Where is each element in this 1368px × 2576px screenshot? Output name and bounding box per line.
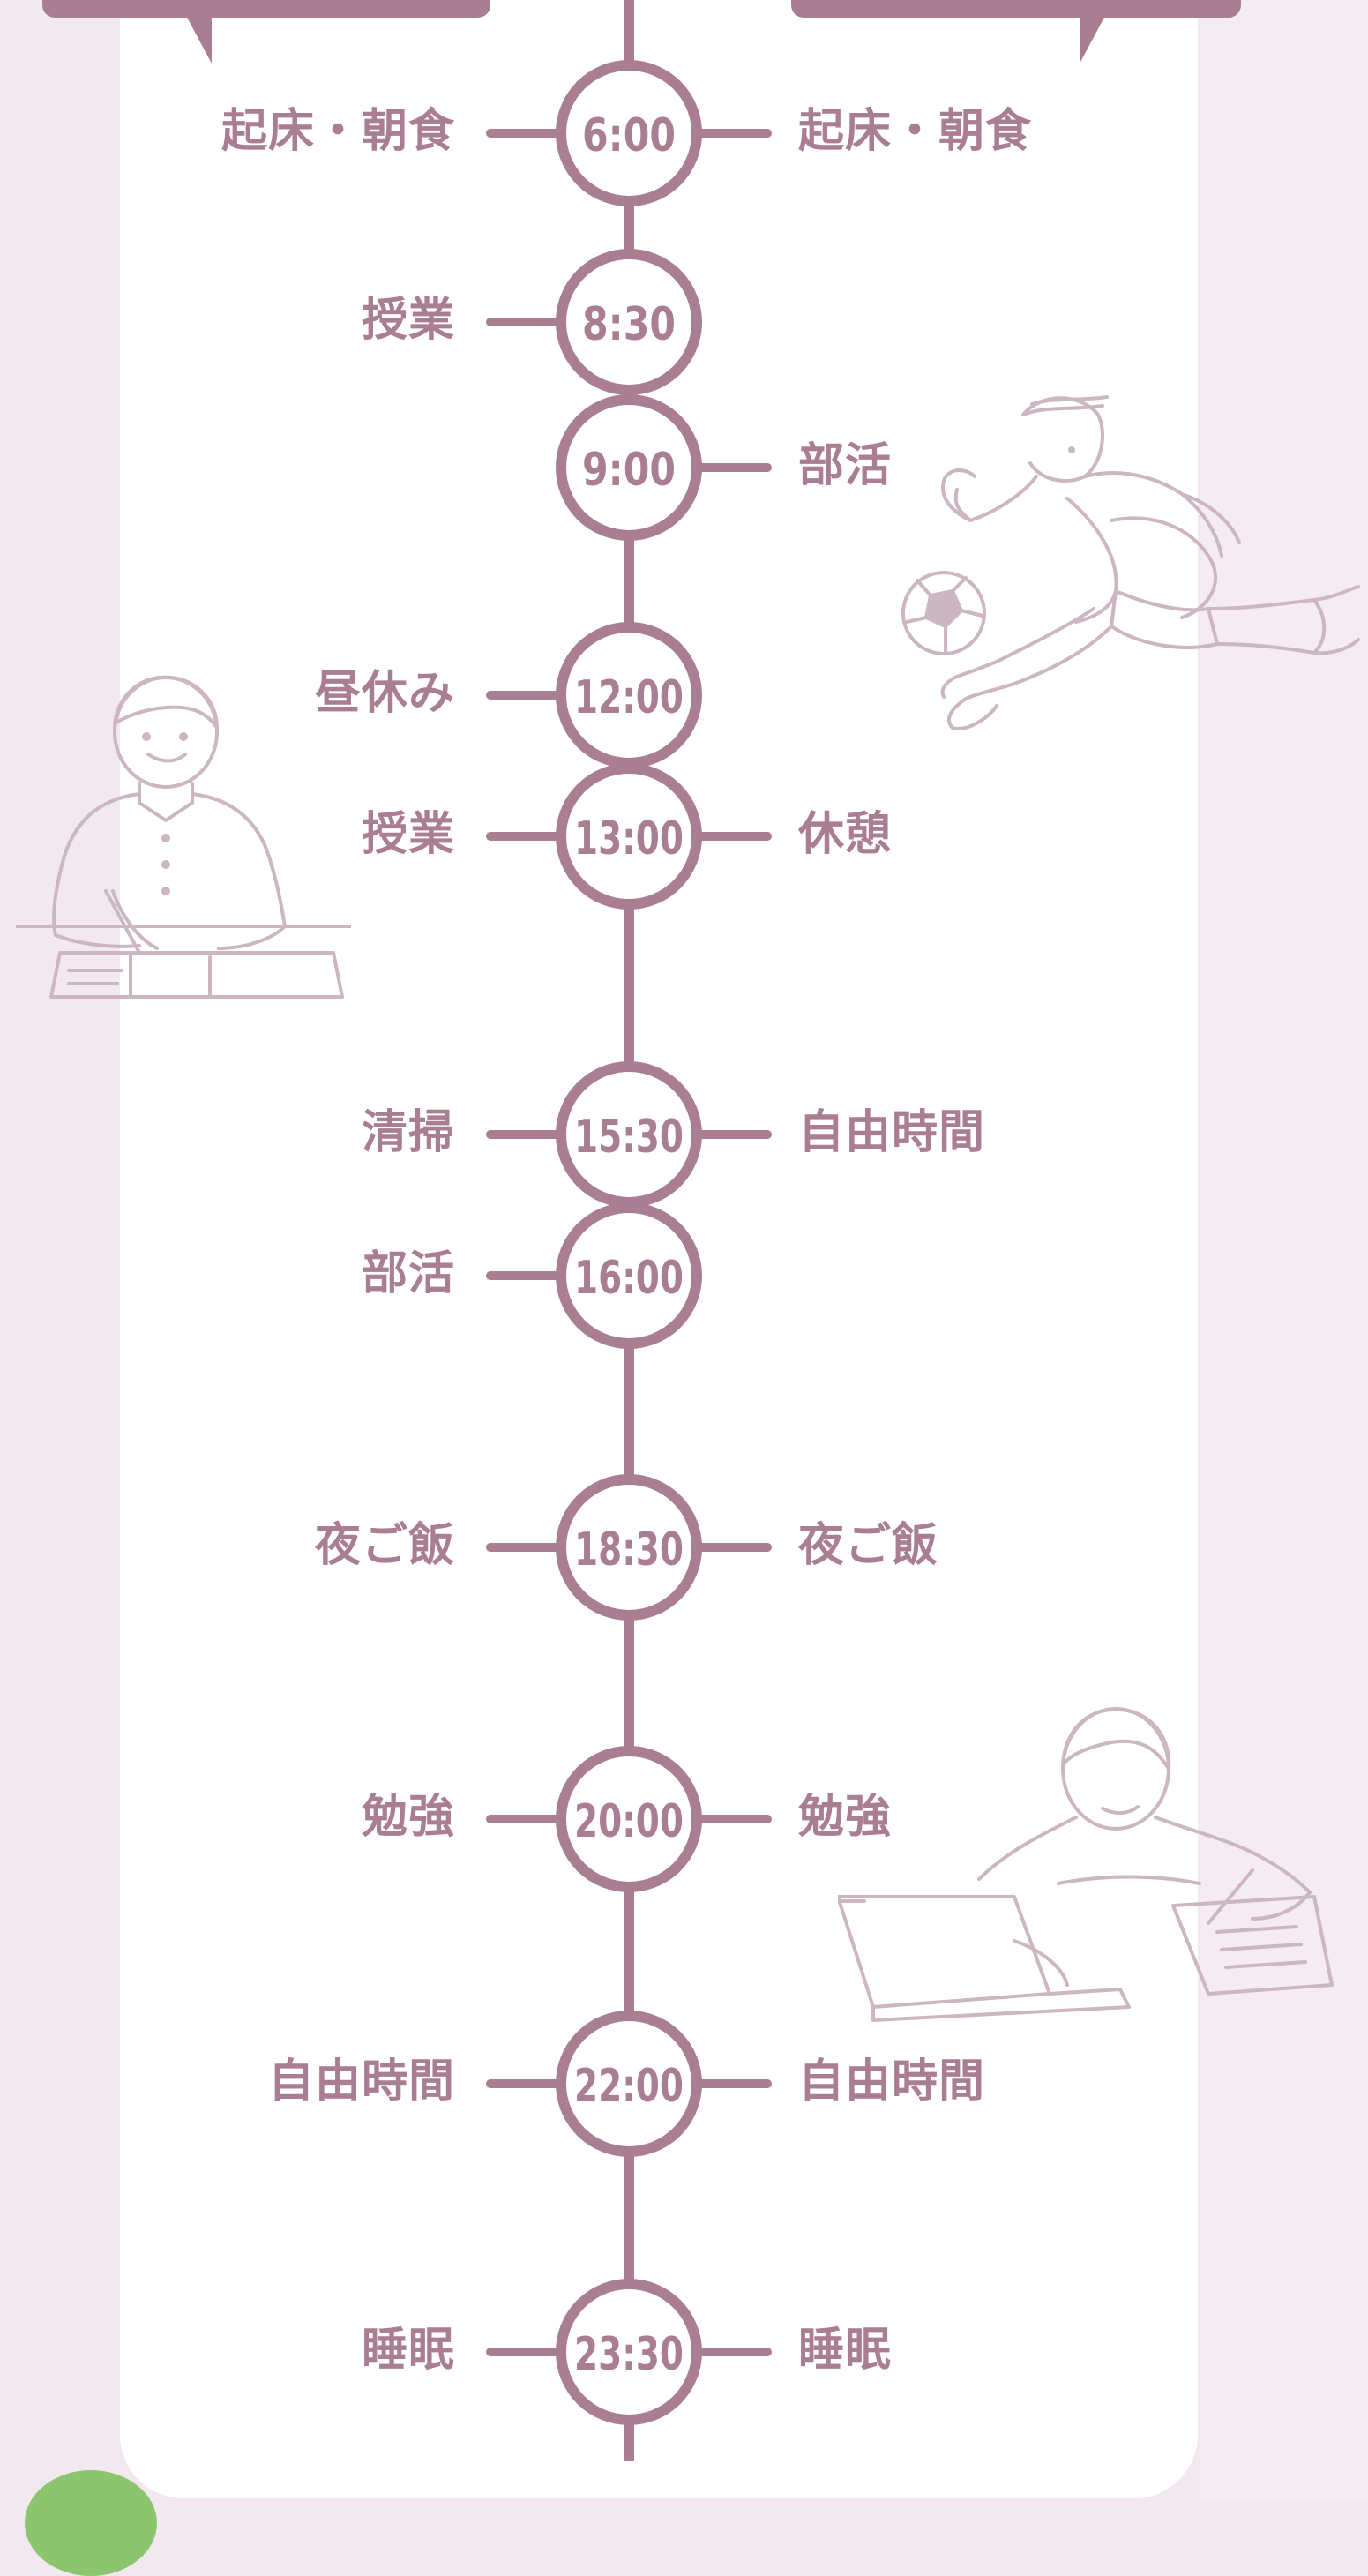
- time-label: 22:00: [574, 2060, 684, 2113]
- activity-right-label: 自由時間: [798, 2056, 986, 2108]
- time-label: 15:30: [574, 1111, 684, 1164]
- time-node: [556, 1746, 702, 1892]
- time-label: 23:30: [574, 2328, 684, 2381]
- header-tab-right: [791, 0, 1241, 18]
- activity-right-label: 起床・朝食: [798, 105, 1033, 158]
- activity-right-label: 夜ご飯: [798, 1519, 939, 1572]
- activity-left-label: 起床・朝食: [221, 105, 455, 158]
- time-label: 9:00: [582, 444, 676, 497]
- activity-left-label: 自由時間: [267, 2056, 455, 2108]
- header-tab-left: [42, 0, 490, 18]
- activity-left-label: 勉強: [361, 1791, 455, 1844]
- header-tab-right-tail: [1080, 14, 1106, 64]
- time-node: [556, 394, 702, 541]
- time-label: 18:30: [574, 1524, 684, 1576]
- activity-left-label: 授業: [361, 294, 455, 347]
- activity-right-label: 休憩: [798, 808, 893, 861]
- activity-right-label: 睡眠: [798, 2324, 893, 2377]
- activity-left-label: 清掃: [361, 1106, 455, 1159]
- time-node: [556, 2279, 702, 2425]
- activity-left-label: 夜ご飯: [314, 1519, 455, 1572]
- background-panel-right: [1200, 0, 1368, 2502]
- time-label: 8:30: [582, 298, 676, 351]
- time-node: [556, 1474, 702, 1621]
- activity-right-label: 部活: [798, 439, 893, 492]
- header-tab-left-tail: [185, 14, 212, 64]
- time-node: [556, 2011, 702, 2157]
- activity-left-label: 授業: [361, 808, 455, 861]
- activity-left-label: 睡眠: [361, 2324, 455, 2377]
- time-label: 13:00: [574, 812, 684, 865]
- time-node: [556, 249, 702, 395]
- time-label: 12:00: [574, 671, 684, 724]
- time-label: 20:00: [574, 1795, 684, 1848]
- time-node: [556, 1202, 702, 1349]
- time-node: [556, 763, 702, 910]
- activity-left-label: 昼休み: [314, 667, 455, 720]
- activity-right-label: 自由時間: [798, 1106, 986, 1159]
- time-label: 16:00: [574, 1252, 684, 1305]
- student-writing-icon: [16, 675, 351, 999]
- time-label: 6:00: [582, 109, 676, 162]
- student-laptop-icon: [838, 1707, 1334, 2022]
- activity-left-label: 部活: [361, 1247, 455, 1300]
- time-node: [556, 60, 702, 206]
- timeline: 6:00 8:30 9:00 12:00 13:00 15:30 16:00 18:30 20:…: [486, 0, 772, 2461]
- activity-right-label: 勉強: [798, 1791, 893, 1844]
- soccer-player-icon: [901, 395, 1360, 730]
